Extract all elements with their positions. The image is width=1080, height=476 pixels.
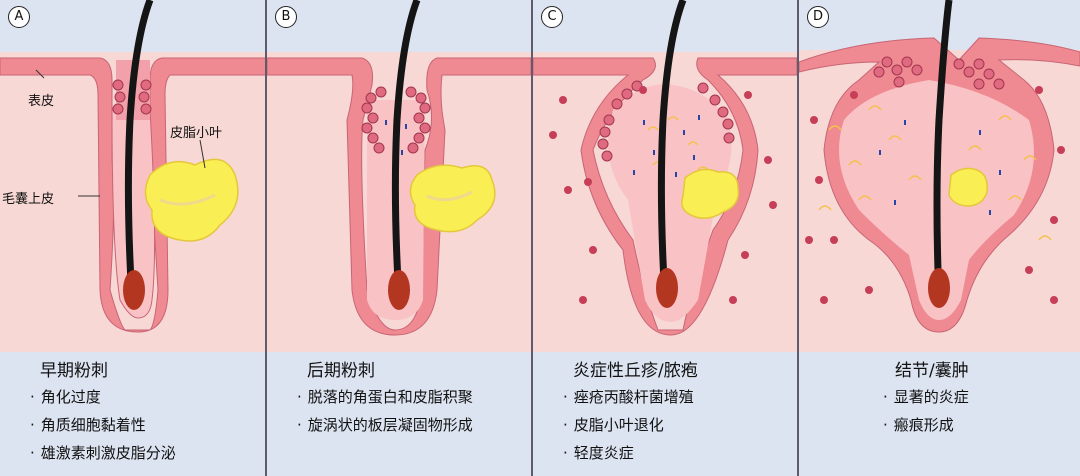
panel-a-caption: 早期粉刺 角化过度 角质细胞黏着性 雄激素刺激皮脂分泌 [0,352,266,476]
panel-b-items: 脱落的角蛋白和皮脂积聚 旋涡状的板层凝固物形成 [297,386,473,442]
panel-c-items: 痤疮丙酸杆菌增殖 皮脂小叶退化 轻度炎症 [563,386,694,470]
panel-c-item: 痤疮丙酸杆菌增殖 [563,386,694,414]
panel-b-caption: 后期粉刺 脱落的角蛋白和皮脂积聚 旋涡状的板层凝固物形成 [267,352,531,476]
panel-b-illustration [267,0,531,352]
follicular-epithelium-label: 毛囊上皮 [2,192,55,207]
epidermis-label: 表皮 [28,94,55,109]
panel-a-badge: A [8,6,30,28]
panel-d-badge: D [807,6,829,28]
panel-divider [797,0,799,476]
panel-c-item: 皮脂小叶退化 [563,414,694,442]
panel-c-title: 炎症性丘疹/脓疱 [573,361,698,381]
panel-a: A 表皮 皮脂小叶 毛囊上皮 早期粉刺 角化过度 角质细胞黏着性 雄激素刺激皮脂… [0,0,266,476]
panel-a-item: 角化过度 [30,386,176,414]
panel-a-item: 角质细胞黏着性 [30,414,176,442]
panel-b-item: 脱落的角蛋白和皮脂积聚 [297,386,473,414]
panel-b-badge: B [275,6,297,28]
panel-a-title: 早期粉刺 [40,361,108,381]
panel-c-badge: C [541,6,563,28]
panel-a-illustration [0,0,266,352]
panel-b-item: 旋涡状的板层凝固物形成 [297,414,473,442]
panel-c: C 炎症性丘疹/脓疱 痤疮丙酸杆菌增殖 皮脂小叶退化 轻度炎症 [533,0,797,476]
panel-d-items: 显著的炎症 瘢痕形成 [883,386,969,442]
panel-divider [265,0,267,476]
panel-c-caption: 炎症性丘疹/脓疱 痤疮丙酸杆菌增殖 皮脂小叶退化 轻度炎症 [533,352,797,476]
panel-c-illustration [533,0,797,352]
panel-d: D 结节/囊肿 显著的炎症 瘢痕形成 [799,0,1080,476]
panel-d-item: 瘢痕形成 [883,414,969,442]
panel-d-illustration [799,0,1080,352]
panel-b-title: 后期粉刺 [307,361,375,381]
panel-d-title: 结节/囊肿 [895,361,969,381]
panel-b: B 后期粉刺 脱落的角蛋白和皮脂积聚 旋涡状的板层凝固物形成 [267,0,531,476]
panel-divider [531,0,533,476]
panel-c-item: 轻度炎症 [563,442,694,470]
panel-d-item: 显著的炎症 [883,386,969,414]
panel-a-item: 雄激素刺激皮脂分泌 [30,442,176,470]
panel-a-items: 角化过度 角质细胞黏着性 雄激素刺激皮脂分泌 [30,386,176,470]
sebaceous-lobule-label: 皮脂小叶 [170,126,223,141]
panel-d-caption: 结节/囊肿 显著的炎症 瘢痕形成 [799,352,1080,476]
